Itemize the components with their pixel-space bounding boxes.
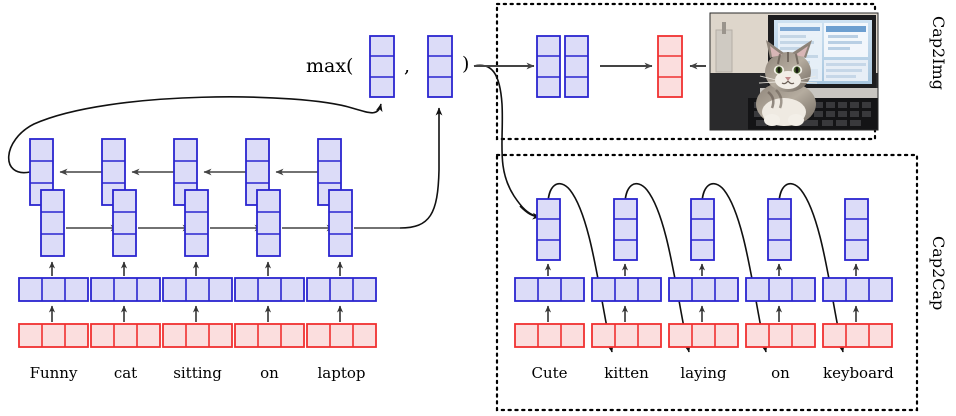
encoder-column bbox=[234, 138, 305, 348]
cap2cap-column bbox=[745, 198, 816, 348]
one-hot-word-vector bbox=[668, 323, 739, 348]
one-hot-word-vector bbox=[745, 323, 816, 348]
max-comma-label: , bbox=[404, 55, 411, 77]
forward-lstm-cell bbox=[184, 189, 209, 257]
max-pool-forward-vector bbox=[427, 35, 453, 98]
encoder-word: cat bbox=[113, 364, 138, 382]
cap2img-image-feature-vector bbox=[657, 35, 683, 98]
word-embedding-vector bbox=[745, 277, 816, 302]
cap2cap-word: kitten bbox=[604, 364, 649, 382]
word-embedding-vector bbox=[822, 277, 893, 302]
one-hot-word-vector bbox=[822, 323, 893, 348]
cap2cap-column bbox=[668, 198, 739, 348]
cap2cap-column bbox=[514, 198, 585, 348]
cap2cap-region-box bbox=[495, 153, 919, 412]
one-hot-word-vector bbox=[591, 323, 662, 348]
word-embedding-vector bbox=[234, 277, 305, 302]
one-hot-word-vector bbox=[162, 323, 233, 348]
word-embedding-vector bbox=[668, 277, 739, 302]
decoder-lstm-cell bbox=[844, 198, 869, 261]
decoder-lstm-cell bbox=[536, 198, 561, 261]
target-image bbox=[710, 13, 878, 130]
encoder-column bbox=[162, 138, 233, 348]
forward-state-curve bbox=[399, 107, 443, 229]
forward-lstm-cell bbox=[256, 189, 281, 257]
max-close-label: ) bbox=[462, 53, 470, 75]
max-pool-backward-vector bbox=[369, 35, 395, 98]
cap2cap-recurrent-curves bbox=[547, 183, 845, 353]
word-embedding-vector bbox=[162, 277, 233, 302]
encoder-word: Funny bbox=[29, 364, 78, 382]
cap2cap-word: laying bbox=[680, 364, 727, 382]
backward-state-curve bbox=[7, 96, 383, 174]
one-hot-word-vector bbox=[90, 323, 161, 348]
encoder-word: laptop bbox=[317, 364, 366, 382]
cap2cap-word: Cute bbox=[531, 364, 568, 382]
cap2img-hidden-vector-2 bbox=[564, 35, 589, 98]
decoder-lstm-cell bbox=[767, 198, 792, 261]
forward-lstm-cell bbox=[328, 189, 353, 257]
cap2cap-column bbox=[591, 198, 662, 348]
encoder-column bbox=[306, 138, 377, 348]
cap2img-hidden-vector-1 bbox=[536, 35, 561, 98]
one-hot-word-vector bbox=[234, 323, 305, 348]
cap2cap-word: on bbox=[771, 364, 790, 382]
decoder-lstm-cell bbox=[690, 198, 715, 261]
encoder-word: on bbox=[260, 364, 279, 382]
one-hot-word-vector bbox=[514, 323, 585, 348]
cap2cap-word: keyboard bbox=[823, 364, 894, 382]
cap2cap-region-label: Cap2Cap bbox=[929, 236, 948, 311]
decoder-lstm-cell bbox=[613, 198, 638, 261]
representation-split-curve bbox=[473, 64, 537, 217]
cap2img-region-box bbox=[495, 2, 877, 141]
cap2cap-column bbox=[822, 198, 893, 348]
encoder-word: sitting bbox=[173, 364, 222, 382]
one-hot-word-vector bbox=[306, 323, 377, 348]
backward-lstm-cell bbox=[245, 138, 270, 206]
word-embedding-vector bbox=[514, 277, 585, 302]
encoder-column bbox=[90, 138, 161, 348]
forward-lstm-cell bbox=[112, 189, 137, 257]
max-open-label: max( bbox=[306, 55, 354, 77]
encoder-column bbox=[18, 138, 89, 348]
forward-lstm-cell bbox=[40, 189, 65, 257]
word-embedding-vector bbox=[18, 277, 89, 302]
word-embedding-vector bbox=[90, 277, 161, 302]
one-hot-word-vector bbox=[18, 323, 89, 348]
backward-lstm-cell bbox=[101, 138, 126, 206]
word-embedding-vector bbox=[306, 277, 377, 302]
cap2img-region-label: Cap2Img bbox=[929, 16, 948, 90]
word-embedding-vector bbox=[591, 277, 662, 302]
